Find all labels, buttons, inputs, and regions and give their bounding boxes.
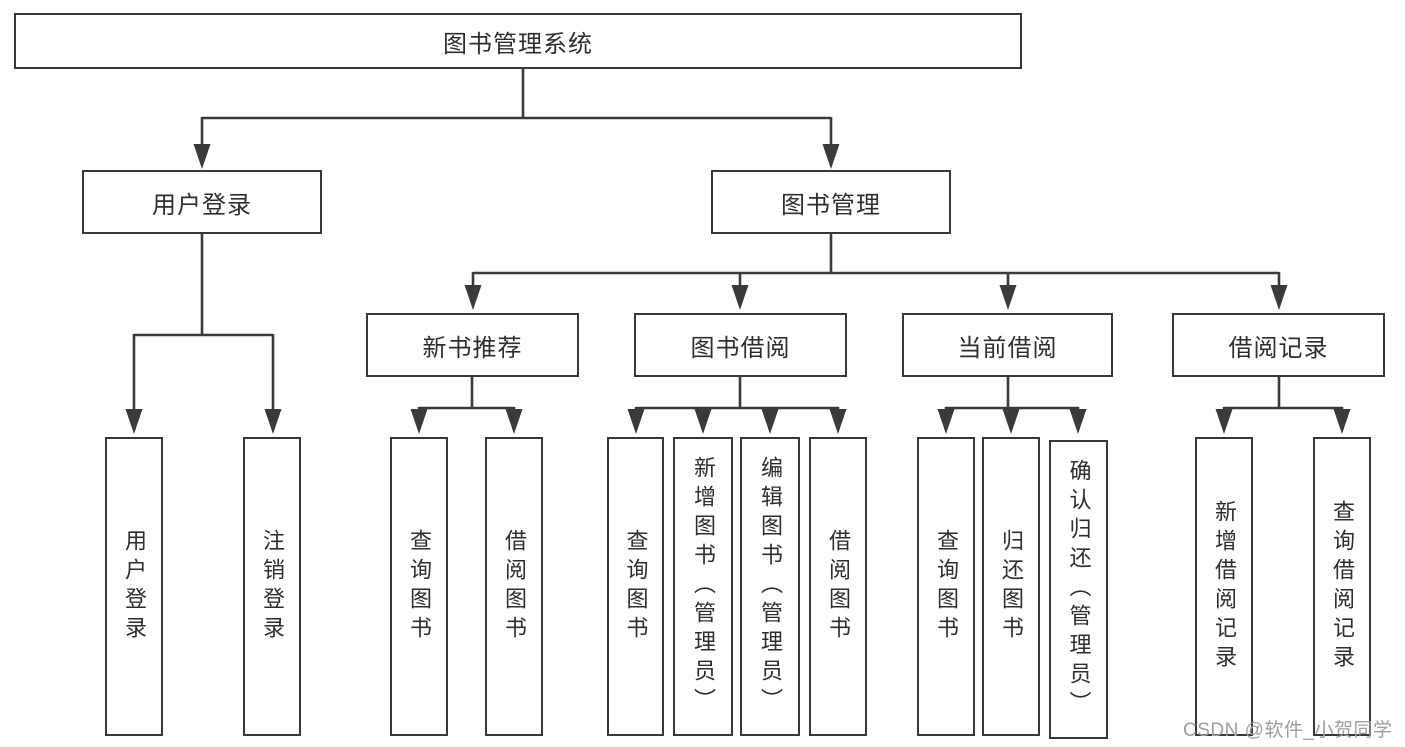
leaf-cb-query-books: 查询图书 <box>917 437 975 736</box>
node-new-book-recommend: 新书推荐 <box>366 313 579 377</box>
node-root-label: 图书管理系统 <box>443 30 593 58</box>
leaf-cb-return-books: 归还图书 <box>982 437 1040 736</box>
leaf-bb-query-books: 查询图书 <box>607 437 664 736</box>
node-book-management-label: 图书管理 <box>781 191 881 219</box>
arrowheads <box>125 144 1351 434</box>
node-book-borrow-label: 图书借阅 <box>690 334 791 362</box>
leaf-bb-edit-books-admin-label: 编辑图书（管理员） <box>758 456 783 717</box>
leaf-br-add-record: 新增借阅记录 <box>1195 437 1253 736</box>
leaf-logout: 注销登录 <box>243 437 301 736</box>
node-book-management: 图书管理 <box>711 170 951 234</box>
node-borrow-record: 借阅记录 <box>1172 313 1385 377</box>
node-book-borrow: 图书借阅 <box>634 313 847 377</box>
leaf-logout-label: 注销登录 <box>260 528 285 645</box>
node-user-login-label: 用户登录 <box>152 191 252 219</box>
leaf-br-query-record-label: 查询借阅记录 <box>1330 499 1355 674</box>
node-borrow-record-label: 借阅记录 <box>1228 334 1329 362</box>
leaf-user-login-label: 用户登录 <box>122 528 147 645</box>
node-root-library-system: 图书管理系统 <box>14 13 1022 69</box>
leaf-cb-confirm-return-admin: 确认归还（管理员） <box>1049 440 1108 739</box>
leaf-nbr-query-books-label: 查询图书 <box>407 528 432 645</box>
leaf-user-login: 用户登录 <box>105 437 163 736</box>
leaf-bb-query-books-label: 查询图书 <box>623 528 649 645</box>
node-current-borrow-label: 当前借阅 <box>957 334 1058 362</box>
leaf-bb-borrow-books: 借阅图书 <box>809 437 867 736</box>
connector-paths <box>132 68 1344 412</box>
leaf-cb-query-books-label: 查询图书 <box>934 528 959 645</box>
leaf-br-add-record-label: 新增借阅记录 <box>1212 499 1237 674</box>
leaf-nbr-borrow-books: 借阅图书 <box>485 437 543 736</box>
watermark: CSDN @软件_小贺同学 <box>1183 720 1393 741</box>
leaf-bb-add-books-admin-label: 新增图书（管理员） <box>691 456 716 717</box>
leaf-cb-confirm-return-admin-label: 确认归还（管理员） <box>1066 459 1092 720</box>
leaf-bb-edit-books-admin: 编辑图书（管理员） <box>740 437 800 736</box>
leaf-nbr-query-books: 查询图书 <box>390 437 448 736</box>
leaf-br-query-record: 查询借阅记录 <box>1313 437 1371 736</box>
leaf-cb-return-books-label: 归还图书 <box>999 528 1024 645</box>
node-new-book-recommend-label: 新书推荐 <box>422 334 523 362</box>
node-current-borrow: 当前借阅 <box>902 313 1113 377</box>
node-user-login: 用户登录 <box>82 170 322 234</box>
leaf-bb-add-books-admin: 新增图书（管理员） <box>673 437 733 736</box>
leaf-bb-borrow-books-label: 借阅图书 <box>826 528 851 645</box>
leaf-nbr-borrow-books-label: 借阅图书 <box>502 528 527 645</box>
